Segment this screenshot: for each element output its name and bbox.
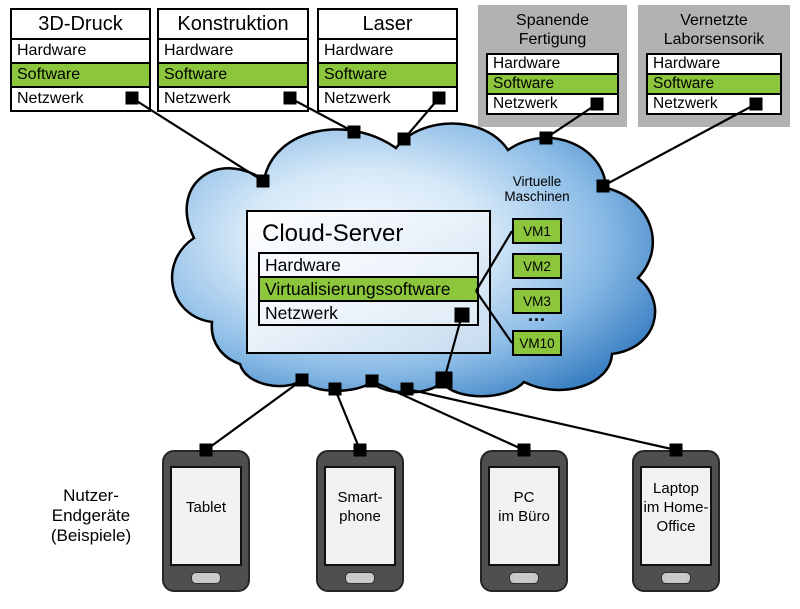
vm-ellipsis: ...: [527, 305, 546, 325]
devices-caption: Nutzer- Endgeräte (Beispiele): [30, 486, 152, 546]
device-label-line: Laptop: [653, 479, 699, 497]
station-laser: Laser Hardware Software Netzwerk: [317, 8, 458, 112]
device-label-line: Tablet: [185, 498, 227, 516]
network-layer: Netzwerk: [319, 86, 456, 110]
label-line: Maschinen: [504, 189, 570, 204]
vm-box-10: VM10: [512, 330, 562, 356]
station-title: Laser: [362, 13, 413, 35]
device-laptop-homeoffice: Laptop im Home- Office: [632, 450, 720, 592]
hardware-layer: Hardware: [258, 252, 479, 278]
label-line: Virtuelle: [512, 174, 562, 189]
software-layer: Software: [646, 73, 782, 95]
device-label-line: im Home-: [643, 498, 709, 516]
device-pc-office: PC im Büro: [480, 450, 568, 592]
station-spanende-fertigung: Spanende Fertigung Hardware Software Net…: [478, 5, 627, 127]
home-button: [509, 572, 539, 584]
hardware-layer: Hardware: [486, 53, 619, 75]
hardware-layer: Hardware: [646, 53, 782, 75]
network-layer: Netzwerk: [646, 93, 782, 115]
home-button: [661, 572, 691, 584]
cloud-server-box: Cloud-Server Hardware Virtualisierungsso…: [246, 210, 491, 354]
station-vernetzte-laborsensorik: Vernetzte Laborsensorik Hardware Softwar…: [638, 5, 790, 127]
network-layer: Netzwerk: [159, 86, 307, 110]
cloud-server-title: Cloud-Server: [262, 220, 404, 247]
device-label-line: phone: [339, 508, 381, 525]
caption-line: Nutzer-: [63, 486, 119, 505]
software-layer: Software: [319, 62, 456, 86]
station-konstruktion: Konstruktion Hardware Software Netzwerk: [157, 8, 309, 112]
vm-box-1: VM1: [512, 218, 562, 244]
software-layer: Software: [159, 62, 307, 86]
layer-stack: Hardware Software Netzwerk: [646, 53, 782, 115]
software-layer: Software: [12, 62, 149, 86]
device-label-line: Office: [656, 517, 696, 535]
vm-box-3: VM3: [512, 288, 562, 314]
title-line: Fertigung: [518, 31, 587, 48]
layer-stack: Hardware Software Netzwerk: [486, 53, 619, 115]
device-screen: Laptop im Home- Office: [640, 466, 712, 566]
device-screen: PC im Büro: [488, 466, 560, 566]
network-layer: Netzwerk: [258, 300, 479, 326]
title-line: Vernetzte: [680, 12, 748, 29]
vm-box-2: VM2: [512, 253, 562, 279]
hardware-layer: Hardware: [319, 38, 456, 62]
device-label-line: Smart-: [337, 489, 383, 506]
device-tablet: Tablet: [162, 450, 250, 592]
title-line: Laborsensorik: [663, 31, 765, 48]
hardware-layer: Hardware: [12, 38, 149, 62]
station-title: Konstruktion: [177, 13, 289, 35]
station-title: Spanende Fertigung: [478, 11, 627, 49]
software-layer: Software: [486, 73, 619, 95]
home-button: [191, 572, 221, 584]
hardware-layer: Hardware: [159, 38, 307, 62]
network-layer: Netzwerk: [486, 93, 619, 115]
caption-line: Endgeräte: [51, 506, 131, 525]
station-title: 3D-Druck: [38, 13, 123, 35]
virtual-machines-label: Virtuelle Maschinen: [494, 174, 580, 204]
virtualization-software-layer: Virtualisierungssoftware: [258, 276, 479, 302]
device-smartphone: Smart- phone: [316, 450, 404, 592]
home-button: [345, 572, 375, 584]
station-title: Vernetzte Laborsensorik: [638, 11, 790, 49]
device-label-line: im Büro: [498, 508, 550, 525]
device-screen: Smart- phone: [324, 466, 396, 566]
station-3d-druck: 3D-Druck Hardware Software Netzwerk: [10, 8, 151, 112]
device-label-line: PC: [513, 489, 535, 506]
network-layer: Netzwerk: [12, 86, 149, 110]
caption-line: (Beispiele): [50, 526, 132, 545]
title-line: Spanende: [516, 12, 589, 29]
device-screen: Tablet: [170, 466, 242, 566]
